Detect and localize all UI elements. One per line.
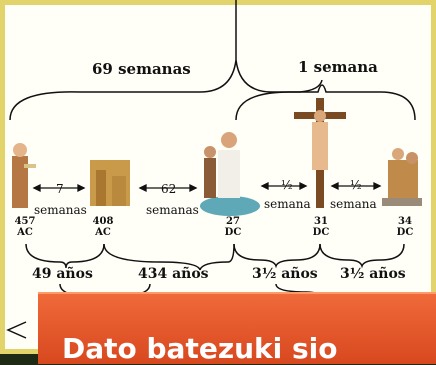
- year-marker-27: 27 DC: [222, 216, 244, 238]
- label-7-unit: semanas: [34, 203, 87, 217]
- label-434-anos: 434 años: [138, 266, 209, 282]
- year-value: 457: [14, 216, 36, 227]
- label-1-semana: 1 semana: [298, 58, 378, 76]
- timeline-diagram: [6, 0, 422, 339]
- year-marker-34: 34 DC: [394, 216, 416, 238]
- caption-banner-text: Dato batezuki sio: [62, 332, 338, 365]
- arrow-7-semanas-icon: [32, 183, 86, 193]
- label-49-anos: 49 años: [32, 266, 93, 282]
- label-3-half-anos-2: 3½ años: [340, 266, 406, 282]
- year-value: 31: [314, 216, 328, 227]
- year-era: DC: [396, 227, 414, 238]
- label-half-1: ½: [281, 178, 293, 192]
- caption-banner: [38, 292, 436, 364]
- arrow-62-semanas-icon: [138, 183, 198, 193]
- decree-scribe-icon: [12, 143, 36, 208]
- brace-434-anos-icon: [103, 243, 235, 271]
- top-brace-icon: [9, 59, 323, 121]
- stoning-scene-icon: [382, 148, 422, 206]
- year-era: DC: [224, 227, 242, 238]
- baptism-scene-icon: [200, 132, 260, 216]
- year-value: 408: [92, 216, 114, 227]
- crucifixion-icon: [294, 98, 346, 208]
- year-marker-31: 31 DC: [310, 216, 332, 238]
- year-marker-457: 457 AC: [14, 216, 36, 238]
- rebuilt-wall-icon: [90, 160, 130, 206]
- year-value: 34: [398, 216, 412, 227]
- label-62-unit: semanas: [146, 203, 199, 217]
- year-marker-408: 408 AC: [92, 216, 114, 238]
- brace-3-half-2-icon: [319, 243, 405, 269]
- label-62: 62: [161, 182, 177, 196]
- label-7: 7: [56, 182, 64, 196]
- label-69-semanas: 69 semanas: [92, 60, 191, 78]
- label-half-1-unit: semana: [264, 197, 311, 211]
- year-era: AC: [17, 227, 33, 238]
- left-pointer-icon: [6, 321, 27, 339]
- arrow-half-semana-2-icon: [330, 181, 382, 191]
- brace-3-half-1-icon: [233, 243, 321, 269]
- year-era: AC: [95, 227, 111, 238]
- arrow-half-semana-1-icon: [260, 181, 308, 191]
- year-era: DC: [312, 227, 330, 238]
- label-half-2: ½: [350, 178, 362, 192]
- top-right-brace-icon: [235, 84, 416, 121]
- brace-49-anos-icon: [25, 243, 105, 269]
- label-half-2-unit: semana: [330, 197, 377, 211]
- year-value: 27: [226, 216, 240, 227]
- label-3-half-anos-1: 3½ años: [252, 266, 318, 282]
